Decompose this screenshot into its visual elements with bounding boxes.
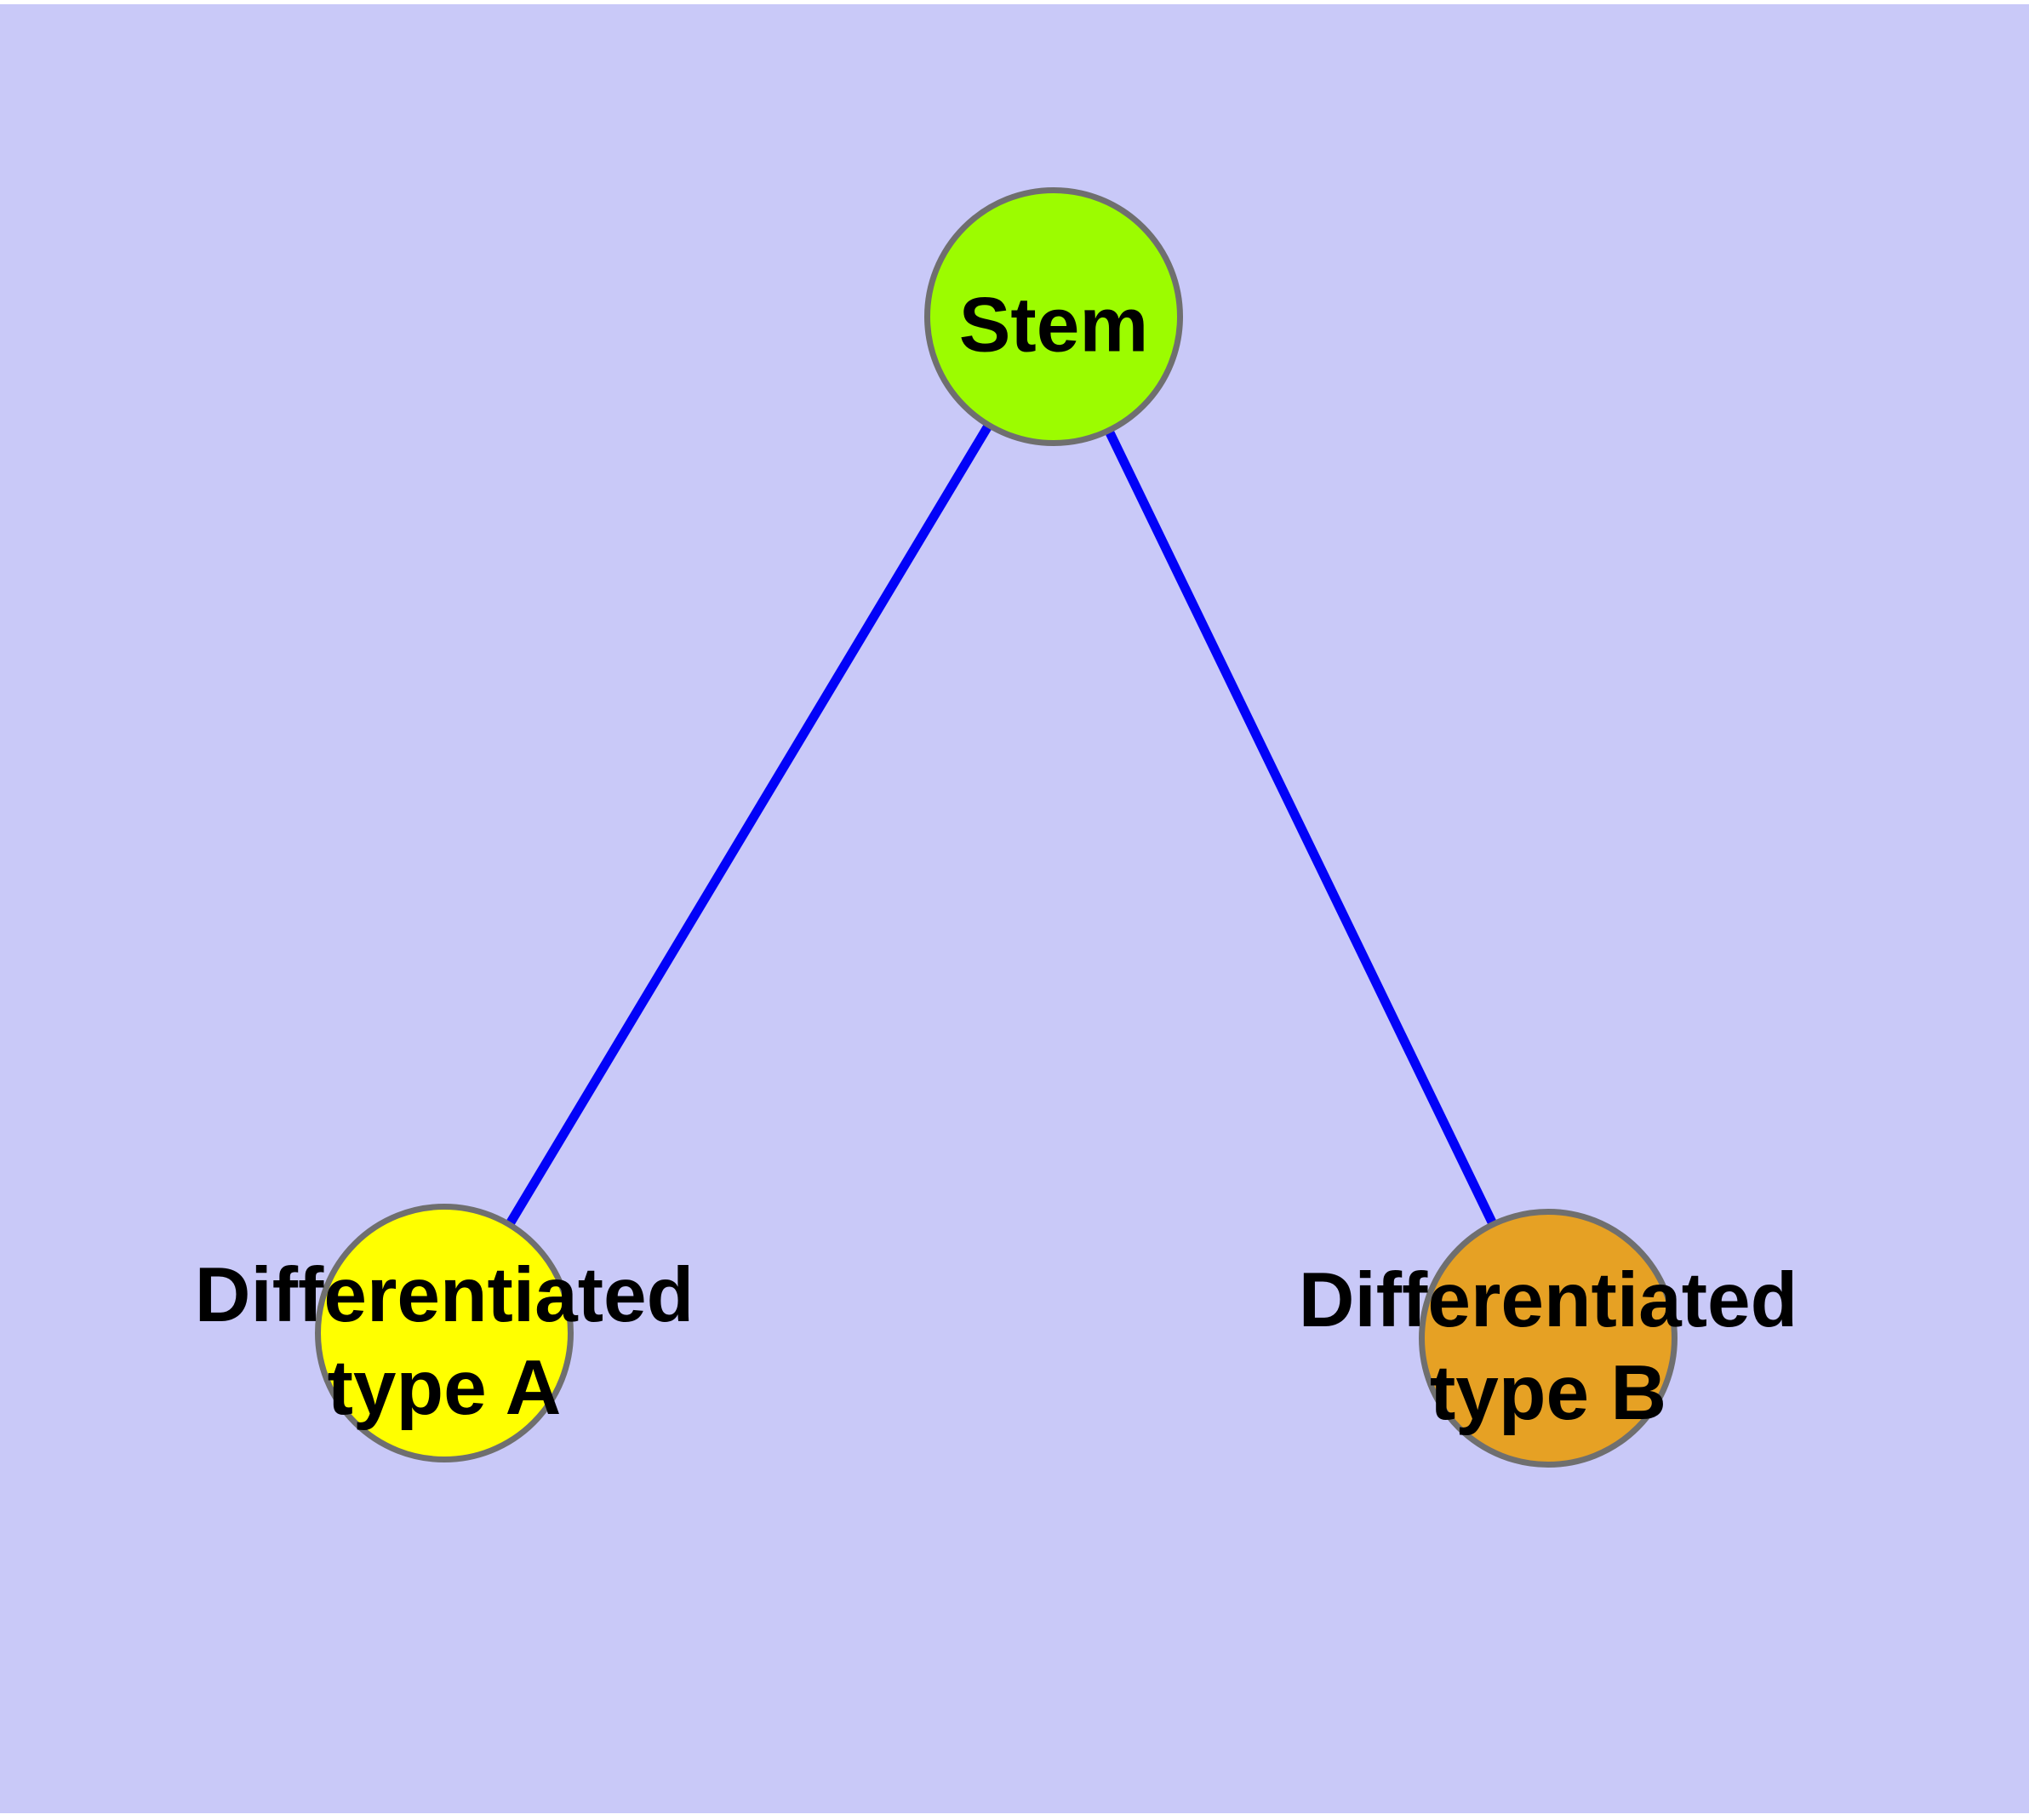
- node-differentiated-type-a[interactable]: [315, 1204, 574, 1462]
- edge-layer: [440, 314, 1552, 1341]
- edge-stem-to-type-a: [440, 314, 1058, 1336]
- edge-stem-to-type-b: [1049, 314, 1552, 1341]
- node-differentiated-type-b[interactable]: [1419, 1209, 1677, 1468]
- node-label-differentiated-type-b: Differentiated type B: [1298, 1256, 1798, 1436]
- node-label-stem: Stem: [958, 282, 1149, 369]
- node-stem[interactable]: [924, 187, 1183, 446]
- node-label-differentiated-type-a: Differentiated type A: [194, 1251, 694, 1431]
- diagram-background: Stem Differentiated type A Differentiate…: [0, 4, 2029, 1813]
